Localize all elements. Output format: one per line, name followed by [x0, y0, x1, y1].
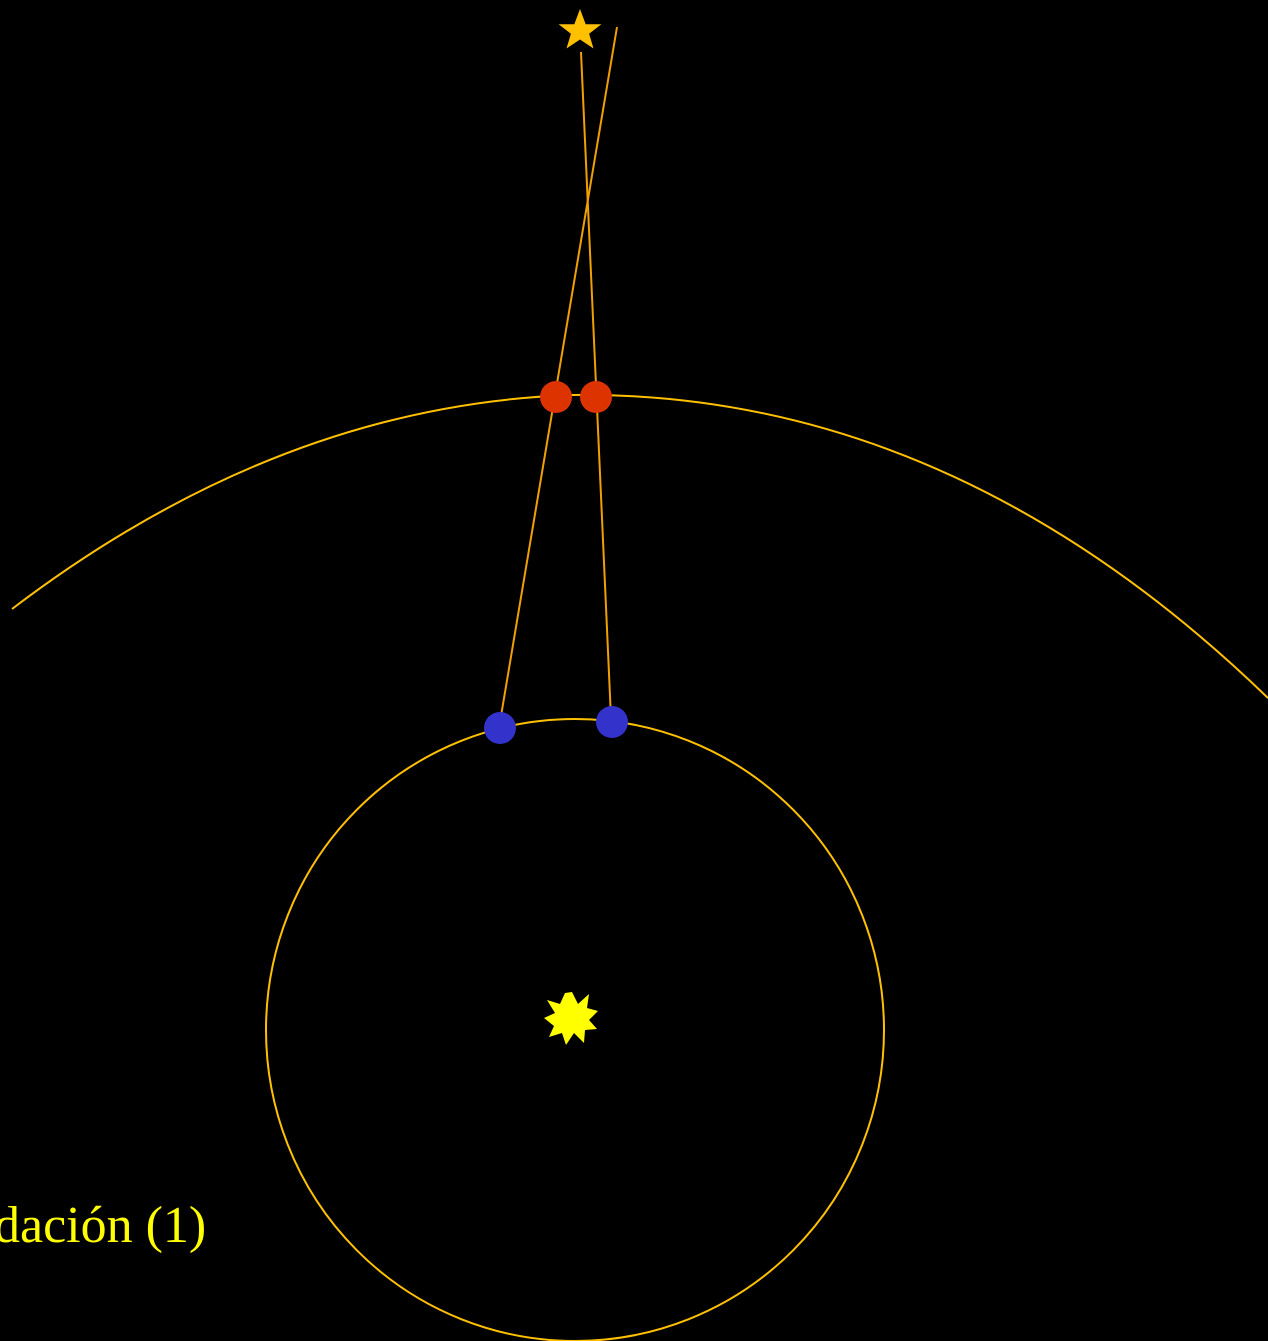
- sight-line-1: [499, 26, 618, 723]
- sun-burst-icon: [544, 992, 598, 1045]
- outer-planet-position-2: [580, 381, 612, 413]
- inner-orbit: [265, 718, 885, 1341]
- outer-planet-position-1: [540, 381, 572, 413]
- star-icon: [558, 9, 602, 49]
- outer-orbit: [11, 393, 1268, 699]
- earth-position-2: [596, 706, 628, 738]
- caption-text: dación (1): [0, 1197, 207, 1254]
- earth-position-1: [484, 712, 516, 744]
